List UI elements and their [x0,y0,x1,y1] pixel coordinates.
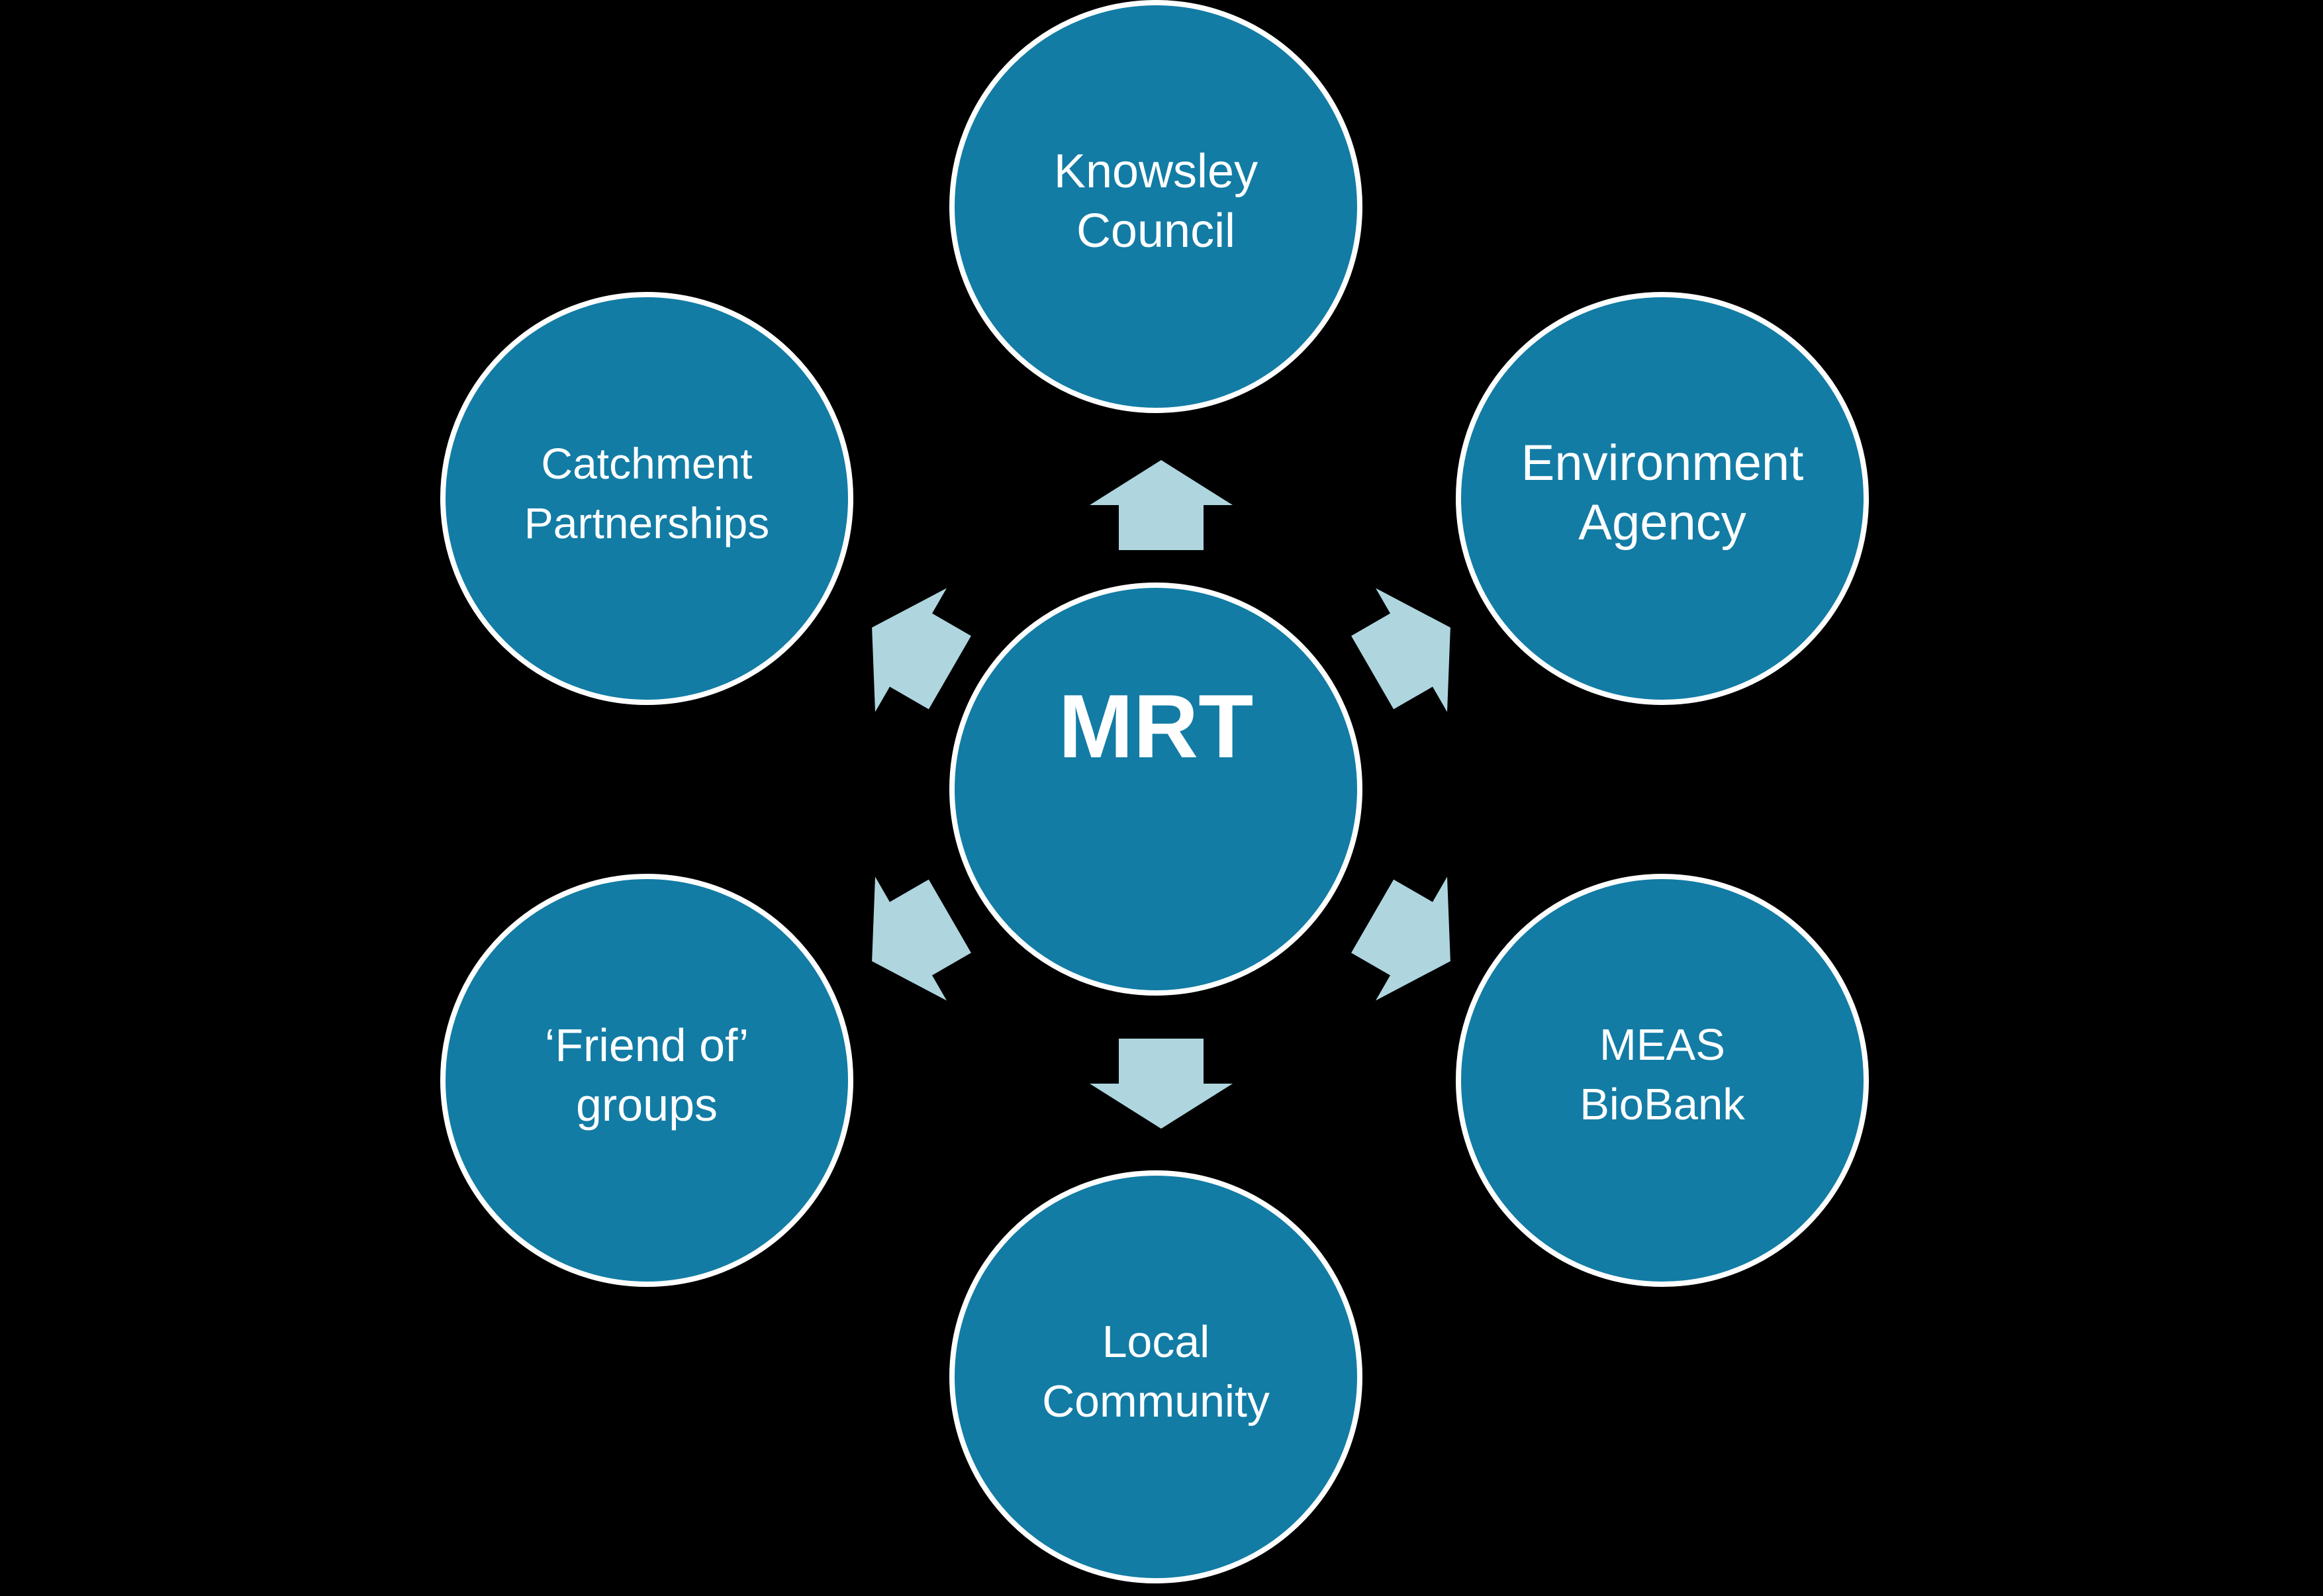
node-mrt: MRT [949,583,1362,996]
arrow-lower-right-icon [1351,876,1450,1001]
node-catchment-partnerships-label: Catchment Partnerships [524,439,770,547]
node-knowsley-council-label: Knowsley Council [1053,145,1258,258]
arrow-upper-left-icon [872,588,971,712]
arrow-up-icon [1090,460,1233,550]
node-meas-biobank: MEAS BioBank [1456,874,1869,1287]
node-meas-biobank-label: MEAS BioBank [1580,1020,1745,1129]
node-friend-of-groups-label: ‘Friend of’ groups [544,1019,749,1131]
node-environment-agency-label: Environment Agency [1521,435,1804,551]
arrow-down-icon [1090,1039,1233,1129]
arrow-upper-right-icon [1351,588,1450,712]
node-local-community-label: Local Community [1042,1317,1270,1427]
node-local-community: Local Community [949,1170,1362,1583]
node-catchment-partnerships: Catchment Partnerships [440,292,853,705]
node-knowsley-council: Knowsley Council [949,0,1362,413]
node-environment-agency: Environment Agency [1456,292,1869,705]
node-mrt-label: MRT [1058,676,1254,776]
node-friend-of-groups: ‘Friend of’ groups [440,874,853,1287]
arrow-lower-left-icon [872,876,971,1001]
